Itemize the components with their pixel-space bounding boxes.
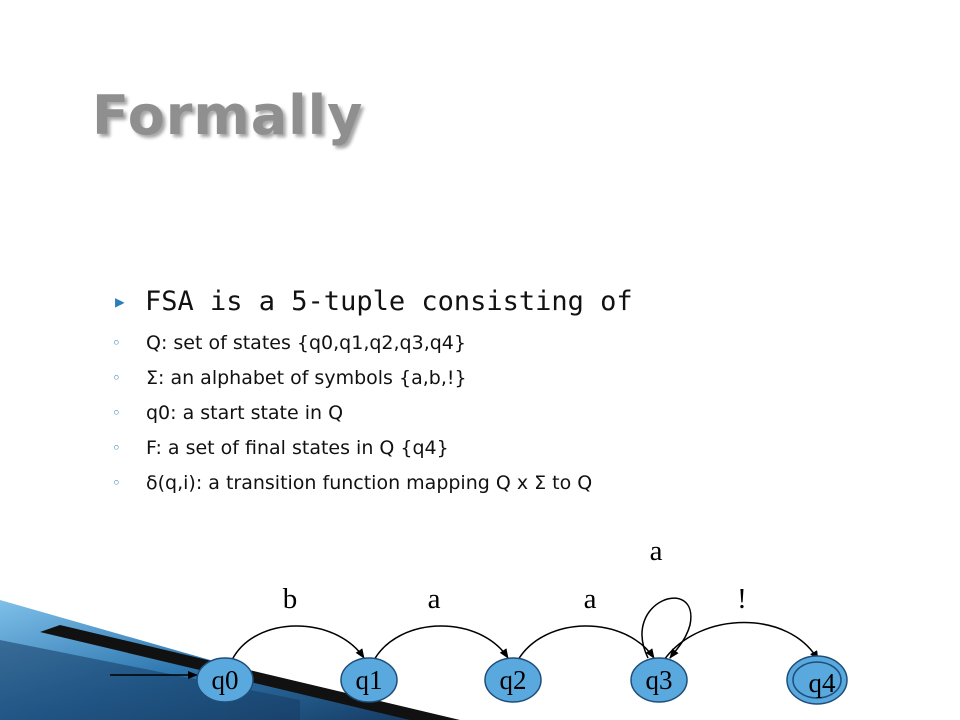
circle-bullet-icon: ◦ bbox=[112, 474, 121, 492]
state-label: q4 bbox=[809, 668, 837, 698]
edge-label-q0-q1: b bbox=[283, 583, 298, 615]
slide-title: Formally bbox=[92, 84, 364, 147]
triangle-bullet-icon: ▶ bbox=[115, 292, 125, 311]
edge-label-q1-q2: a bbox=[428, 583, 441, 615]
main-bullet-text: FSA is a 5-tuple consisting of bbox=[145, 286, 633, 317]
sub-bullet-start-state: ◦ q0: a start state in Q bbox=[112, 396, 913, 431]
state-q2: q2 bbox=[484, 657, 542, 703]
transition-q0-q1 bbox=[231, 625, 365, 661]
state-q0: q0 bbox=[196, 657, 254, 703]
state-label: q0 bbox=[212, 665, 239, 695]
state-label: q2 bbox=[500, 665, 527, 695]
sub-bullet-text: Σ: an alphabet of symbols {a,b,!} bbox=[146, 367, 467, 389]
sub-bullet-list: ◦ Q: set of states {q0,q1,q2,q3,q4} ◦ Σ: a… bbox=[112, 326, 913, 501]
sub-bullet-text: δ(q,i): a transition function mapping Q … bbox=[146, 472, 593, 494]
circle-bullet-icon: ◦ bbox=[112, 369, 121, 387]
transition-q2-q3 bbox=[517, 625, 655, 661]
sub-bullet-transition-function: ◦ δ(q,i): a transition function mapping Q… bbox=[112, 466, 913, 501]
circle-bullet-icon: ◦ bbox=[112, 439, 121, 457]
bullet-list: ▶ FSA is a 5-tuple consisting of ◦ Q: set… bbox=[112, 282, 913, 501]
state-label: q1 bbox=[356, 665, 383, 695]
edge-label-q2-q3: a bbox=[584, 583, 597, 615]
state-label: q3 bbox=[646, 665, 673, 695]
edge-label-q3-loop: a bbox=[650, 535, 663, 567]
transition-q3-q3-loop bbox=[641, 597, 692, 659]
sub-bullet-text: F: a set of final states in Q {q4} bbox=[146, 437, 449, 459]
transition-q1-q2 bbox=[373, 625, 509, 661]
sub-bullet-text: Q: set of states {q0,q1,q2,q3,q4} bbox=[146, 332, 466, 354]
transition-q3-q4 bbox=[663, 621, 819, 661]
sub-bullet-states: ◦ Q: set of states {q0,q1,q2,q3,q4} bbox=[112, 326, 913, 361]
sub-bullet-final-states: ◦ F: a set of final states in Q {q4} bbox=[112, 431, 913, 466]
circle-bullet-icon: ◦ bbox=[112, 334, 121, 352]
state-q4-final: q4 bbox=[786, 655, 848, 705]
circle-bullet-icon: ◦ bbox=[112, 404, 121, 422]
main-bullet: ▶ FSA is a 5-tuple consisting of bbox=[113, 282, 913, 322]
sub-bullet-text: q0: a start state in Q bbox=[146, 402, 344, 424]
state-q1: q1 bbox=[340, 657, 398, 703]
state-q3: q3 bbox=[630, 657, 688, 703]
sub-bullet-alphabet: ◦ Σ: an alphabet of symbols {a,b,!} bbox=[112, 361, 913, 396]
edge-label-q3-q4: ! bbox=[737, 583, 747, 615]
